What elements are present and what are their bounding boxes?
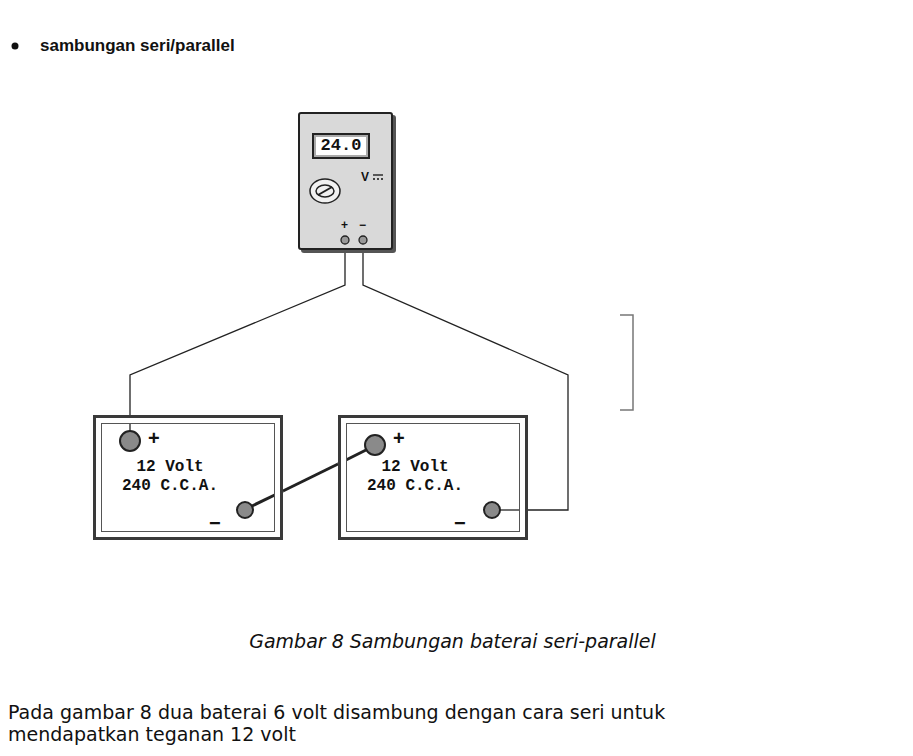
- terminal-sign: −: [454, 513, 466, 533]
- dc-symbol: [372, 173, 384, 181]
- terminal: [237, 502, 253, 518]
- meter-display: 24.0: [312, 133, 370, 159]
- battery-rating: 12 Volt 240 C.C.A.: [120, 458, 220, 496]
- terminal-sign: −: [209, 513, 221, 533]
- terminal: [484, 502, 500, 518]
- battery-box: +12 Volt 240 C.C.A. −: [93, 415, 283, 540]
- battery-rating: 12 Volt 240 C.C.A.: [365, 458, 465, 496]
- test-lead: [363, 250, 568, 510]
- battery-box: +12 Volt 240 C.C.A. −: [338, 415, 528, 540]
- terminal-sign: +: [393, 428, 405, 448]
- terminal-sign: +: [341, 219, 348, 231]
- bracket: [620, 315, 633, 410]
- meter-jacks: [336, 233, 376, 247]
- test-lead: [130, 250, 345, 415]
- terminal: [120, 431, 140, 451]
- jumper-stub: [338, 450, 366, 464]
- terminal: [365, 435, 385, 455]
- meter-reading: 24.0: [314, 135, 368, 157]
- terminal-sign: −: [359, 219, 366, 231]
- figure-caption: Gambar 8 Sambungan baterai seri-parallel: [0, 629, 905, 653]
- jumper-wire: [283, 464, 338, 491]
- jumper-stub: [252, 491, 283, 506]
- body-text: Pada gambar 8 dua baterai 6 volt disambu…: [8, 701, 798, 745]
- section-title: sambungan seri/parallel: [40, 36, 235, 56]
- wire-stub: [500, 509, 528, 510]
- multimeter: 24.0V +−: [298, 112, 393, 250]
- terminal-sign: +: [148, 428, 160, 448]
- unit-label: V: [361, 171, 369, 184]
- bullet: [12, 43, 19, 50]
- selector-dial: [308, 176, 342, 206]
